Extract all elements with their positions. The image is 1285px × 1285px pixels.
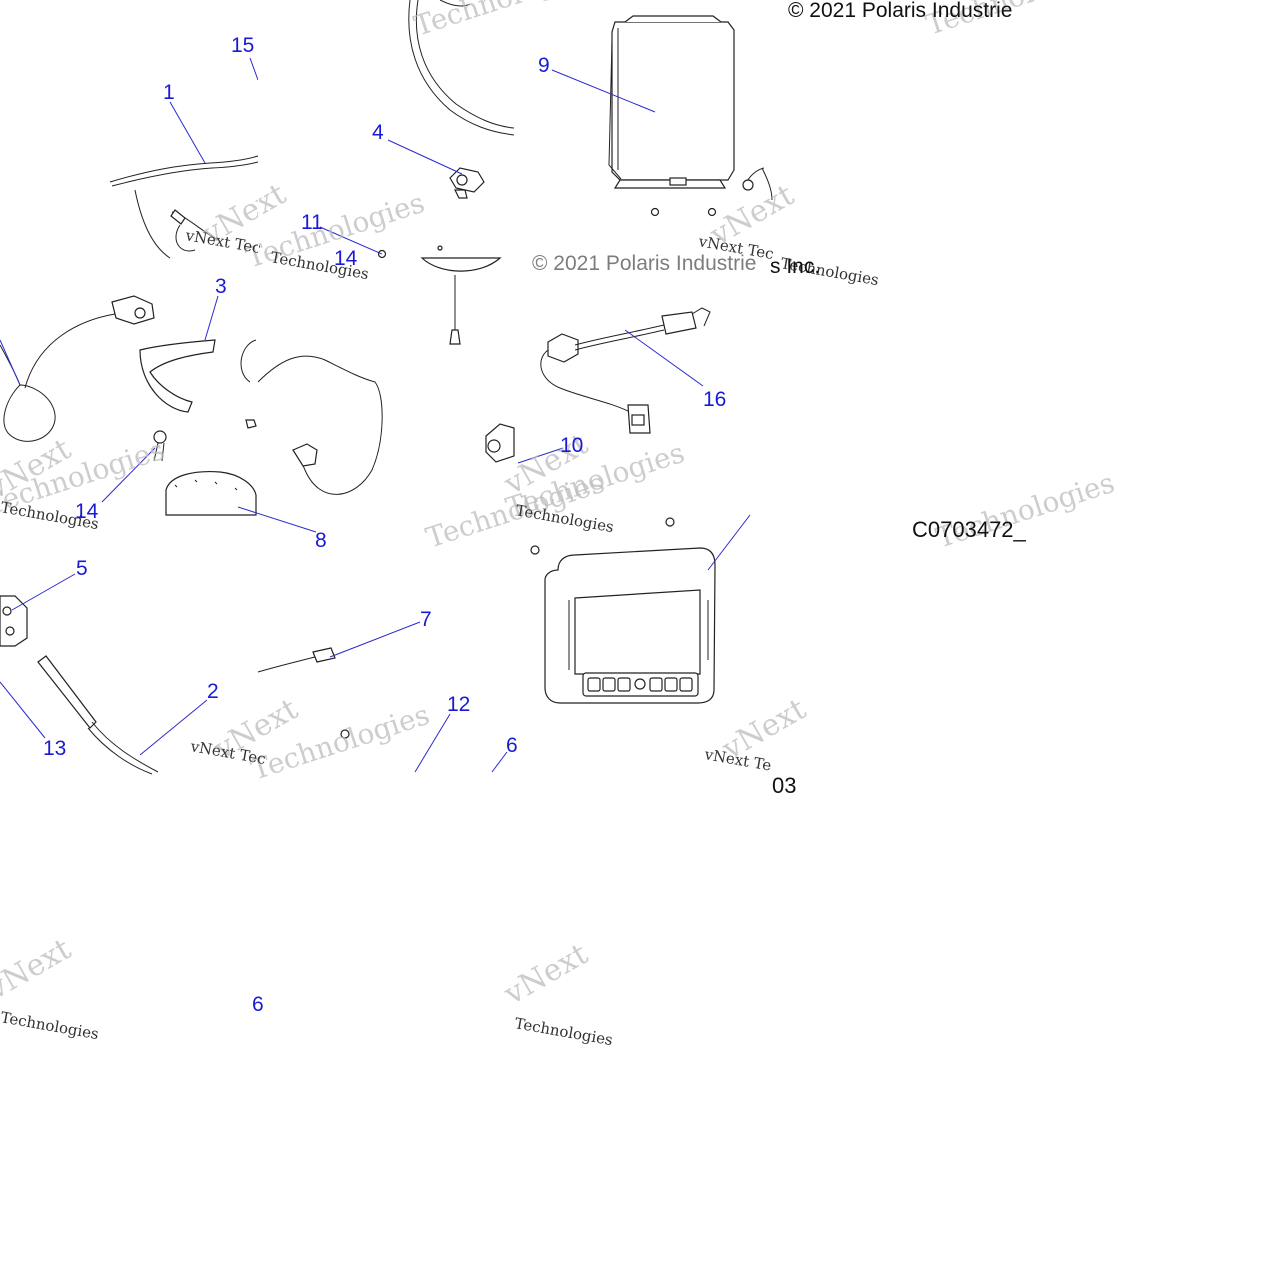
- callout-fragment: 6: [252, 993, 264, 1016]
- watermark-technologies: Technologies: [410, 0, 596, 43]
- part-shroud-edge: [408, 0, 515, 136]
- callout-4: 4: [372, 121, 384, 144]
- part-throttle-cable: [0, 295, 155, 442]
- callout-14: 14: [334, 247, 358, 270]
- callout-2: 2: [207, 680, 219, 703]
- part-cap-8: [165, 470, 257, 516]
- tile-seams: [258, 0, 515, 257]
- copyright-text: © 2021 Polaris Industrie: [788, 0, 1012, 22]
- figure-fragment: 03: [772, 773, 796, 798]
- part-sensor-10: [485, 423, 515, 463]
- part-clamp-4: [449, 167, 485, 199]
- watermark-logo: vNext: [0, 932, 77, 1008]
- leader-lines: [0, 57, 751, 773]
- callout-11: 11: [301, 211, 323, 234]
- copyright-fragment-faded: © 2021 Polaris Industrie: [532, 252, 756, 275]
- part-bolt-14: [153, 430, 167, 462]
- part-cable-2: [37, 655, 159, 775]
- part-sensor-harness: [240, 339, 383, 495]
- callout-7: 7: [420, 608, 432, 631]
- callout-14: 14: [75, 500, 99, 523]
- watermark-technologies-small: Technologies: [0, 1008, 100, 1043]
- watermark-technologies-small: Technologies: [513, 1014, 614, 1049]
- callout-12: 12: [447, 693, 470, 716]
- callout-1: 1: [163, 81, 175, 104]
- callout-8: 8: [315, 529, 327, 552]
- part-grip-5: [0, 595, 28, 647]
- part-screws-display: [530, 517, 675, 555]
- part-harness-1: [109, 155, 259, 259]
- part-screw-12: [340, 729, 350, 739]
- callout-10: 10: [560, 434, 583, 457]
- callouts: 15 1 4 9 11 14 3 16 10 14 8 5 7 2 12 13 …: [43, 34, 726, 760]
- copyright-fragment: s Inc.: [770, 255, 820, 278]
- callout-5: 5: [76, 557, 88, 580]
- part-lever-3: [139, 339, 216, 413]
- callout-15: 15: [231, 34, 254, 57]
- callout-6: 6: [506, 734, 518, 757]
- callout-3: 3: [215, 275, 227, 298]
- callout-9: 9: [538, 54, 550, 77]
- part-cable-7: [257, 647, 336, 673]
- callout-16: 16: [703, 388, 726, 411]
- callout-13: 13: [43, 737, 66, 760]
- part-module-9: [608, 15, 773, 217]
- part-harness-16: [540, 307, 711, 434]
- part-antenna: [420, 245, 502, 345]
- watermark-logo: vNext: [498, 937, 594, 1013]
- figure-reference: C0703472_: [912, 517, 1027, 542]
- part-display: [544, 547, 716, 704]
